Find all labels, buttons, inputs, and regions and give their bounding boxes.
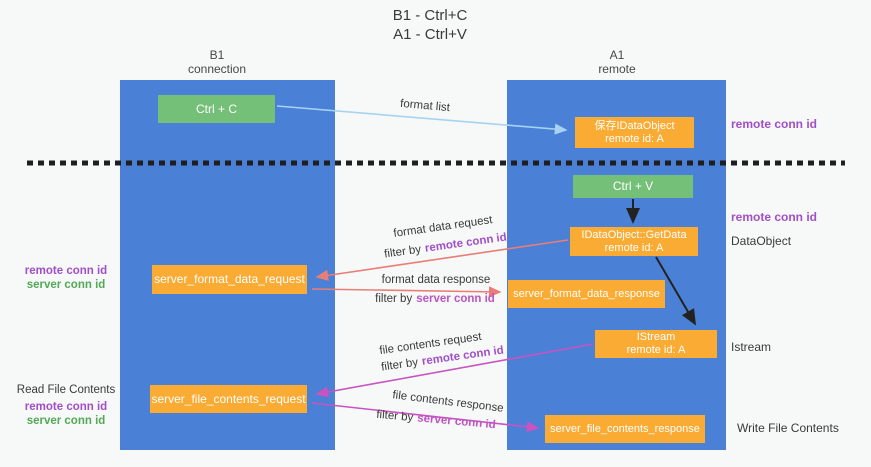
server-format-data-response-label: server_format_data_response [513, 287, 660, 300]
left-server-conn-id-file: server conn id [26, 415, 106, 427]
diagram-title: B1 - Ctrl+C A1 - Ctrl+V [280, 6, 580, 44]
filter-by-text: filter by [383, 243, 422, 261]
server-format-data-request-label: server_format_data_request [154, 272, 305, 286]
ctrl-v-box: Ctrl + V [573, 175, 693, 198]
format-data-response-arrow [311, 286, 502, 298]
istream-line2: remote id: A [626, 344, 686, 356]
istream-box: IStream remote id: A [595, 330, 717, 358]
server-file-contents-request-label: server_file_contents_request [151, 391, 306, 406]
left-column-header: B1 connection [157, 48, 277, 76]
idataobject-getdata-box: IDataObject::GetData remote id: A [570, 227, 698, 256]
format-data-response-label: format data response [381, 274, 491, 286]
left-conn-id-group-format: remote conn id server conn id [16, 264, 116, 292]
format-list-label: format list [399, 97, 451, 115]
istream-annotation: Istream [731, 340, 772, 354]
write-file-contents-annotation: Write File Contents [737, 421, 839, 435]
save-idataobject-line2: remote id: A [605, 132, 664, 145]
remote-conn-id-annotation-mid: remote conn id [731, 210, 818, 224]
left-column-name: B1 [209, 48, 225, 62]
ctrl-v-label: Ctrl + V [612, 179, 654, 193]
server-format-data-request-box: server_format_data_request [152, 265, 307, 294]
getdata-line2: remote id: A [604, 241, 664, 254]
ctrl-c-box: Ctrl + C [158, 95, 275, 123]
server-file-contents-request-box: server_file_contents_request [150, 385, 307, 413]
right-column-name: A1 [609, 48, 625, 62]
right-column-role: remote [598, 62, 636, 76]
server-conn-id-text: server conn id [416, 412, 497, 432]
filter-by-text: filter by [375, 408, 414, 424]
istream-line1: IStream [636, 331, 676, 343]
server-file-contents-response-label: server_file_contents_response [550, 422, 700, 435]
ctrl-c-label: Ctrl + C [195, 101, 237, 116]
save-idataobject-box: 保存IDataObject remote id: A [575, 117, 694, 148]
read-file-contents-annotation: Read File Contents [16, 384, 116, 396]
right-column-header: A1 remote [557, 48, 677, 76]
left-remote-conn-id-format: remote conn id [24, 265, 108, 277]
save-idataobject-line1: 保存IDataObject [594, 119, 675, 132]
title-line-a1: A1 - Ctrl+V [393, 26, 467, 43]
filter-by-text: filter by [375, 293, 413, 305]
dataobject-annotation: DataObject [731, 234, 792, 248]
server-format-data-response-box: server_format_data_response [508, 280, 665, 308]
remote-conn-id-text: remote conn id [424, 231, 508, 255]
remote-conn-id-annotation-top: remote conn id [731, 117, 818, 131]
left-remote-conn-id-file: remote conn id [24, 401, 108, 413]
filter-by-text: filter by [380, 356, 419, 374]
title-line-b1: B1 - Ctrl+C [392, 7, 468, 24]
left-conn-id-group-file: Read File Contents remote conn id server… [16, 383, 116, 428]
getdata-line1: IDataObject::GetData [581, 228, 687, 241]
server-file-contents-response-box: server_file_contents_response [545, 415, 705, 443]
left-server-conn-id-format: server conn id [26, 279, 106, 291]
left-column-role: connection [187, 62, 247, 76]
server-conn-id-text: server conn id [416, 293, 495, 305]
